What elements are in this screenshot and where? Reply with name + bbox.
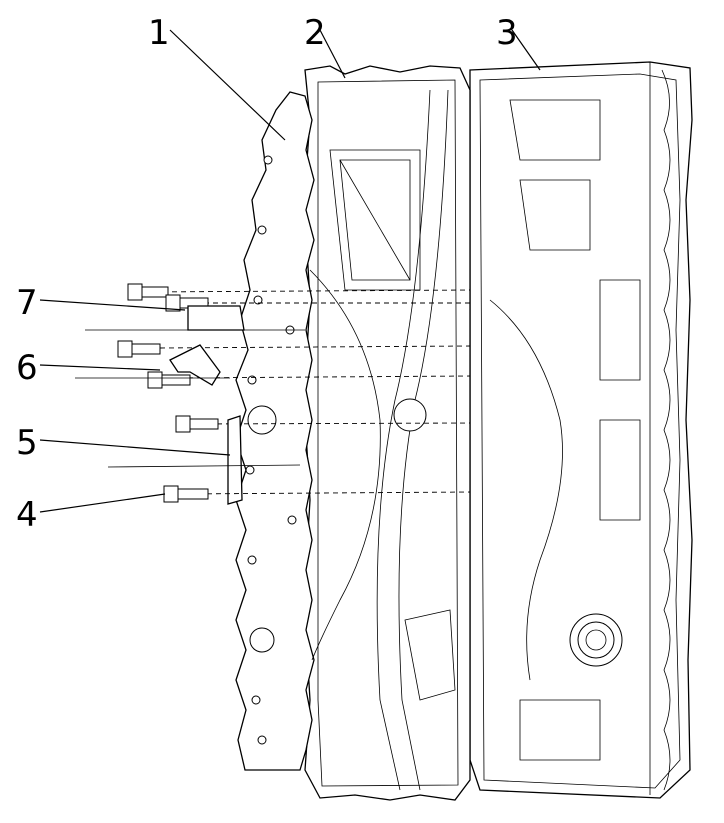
callout-5: 5 xyxy=(16,423,38,463)
fasteners xyxy=(75,283,471,505)
callout-leaders xyxy=(39,29,541,513)
cover-plate-part-1 xyxy=(235,91,381,771)
callout-2: 2 xyxy=(304,13,326,53)
callout-7: 7 xyxy=(16,283,38,323)
callout-3: 3 xyxy=(496,13,518,53)
housing-part-3 xyxy=(469,61,693,799)
callout-4: 4 xyxy=(16,495,38,535)
callout-6: 6 xyxy=(16,348,38,388)
callout-1: 1 xyxy=(148,13,170,53)
gasket-part-2 xyxy=(303,65,471,801)
